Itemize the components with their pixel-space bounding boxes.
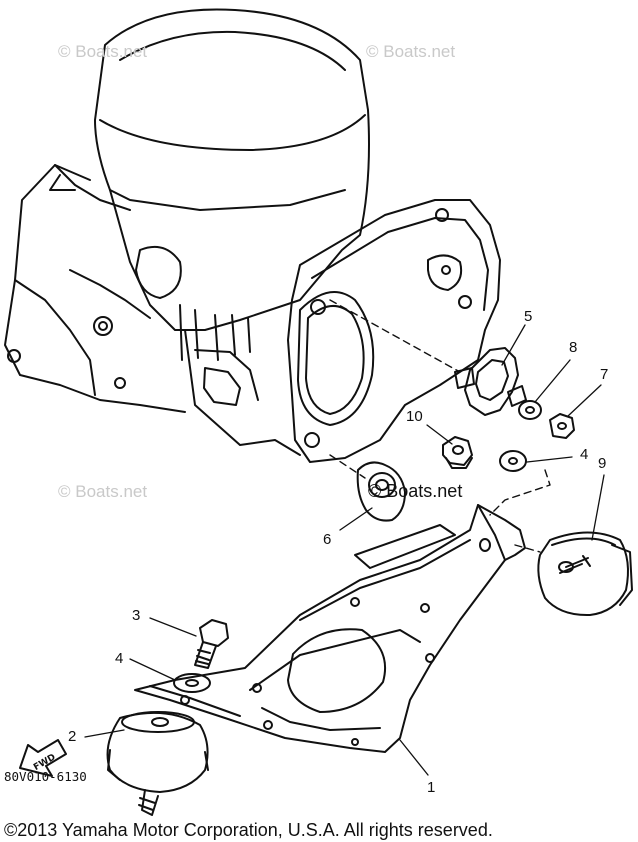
callout-7: 7 <box>600 366 608 383</box>
callout-9: 9 <box>598 455 606 472</box>
callout-3: 3 <box>132 607 140 624</box>
engine-block <box>4 8 370 456</box>
part-1-mount-plate <box>134 504 526 753</box>
callout-8: 8 <box>569 339 577 356</box>
part-4-washer-upper <box>499 450 527 472</box>
part-5-mount-bracket <box>454 347 527 416</box>
diagram-reference-code: 80V010-6130 <box>4 769 87 784</box>
part-10-collar-nut <box>442 436 473 469</box>
callout-10: 10 <box>406 408 423 425</box>
callout-1: 1 <box>427 779 435 796</box>
part-2-rubber-mount <box>106 711 209 816</box>
part-9-rubber-mount <box>537 531 633 617</box>
part-6-grommet <box>356 461 406 522</box>
leader-lines <box>84 324 605 776</box>
watermark-center: © Boats.net <box>368 481 463 501</box>
copyright-notice: ©2013 Yamaha Motor Corporation, U.S.A. A… <box>4 820 493 840</box>
forward-arrow-icon <box>19 739 67 777</box>
callout-4-upper: 4 <box>580 446 588 463</box>
watermark-top-right: © Boats.net <box>366 42 456 61</box>
assembly-lines <box>329 299 551 553</box>
callout-6: 6 <box>323 531 331 548</box>
part-3-bolt <box>194 619 229 669</box>
watermark-middle-left: © Boats.net <box>58 482 148 501</box>
part-8-washer <box>518 400 542 420</box>
part-4-washer-lower <box>173 673 211 693</box>
callout-labels: 5 8 7 10 4 9 6 3 4 2 1 <box>68 308 608 796</box>
callout-5: 5 <box>524 308 532 325</box>
watermark-top-left: © Boats.net <box>58 42 148 61</box>
callout-2: 2 <box>68 728 76 745</box>
callout-4-lower: 4 <box>115 650 123 667</box>
flange-gasket <box>287 199 501 463</box>
part-7-nut <box>549 413 575 439</box>
